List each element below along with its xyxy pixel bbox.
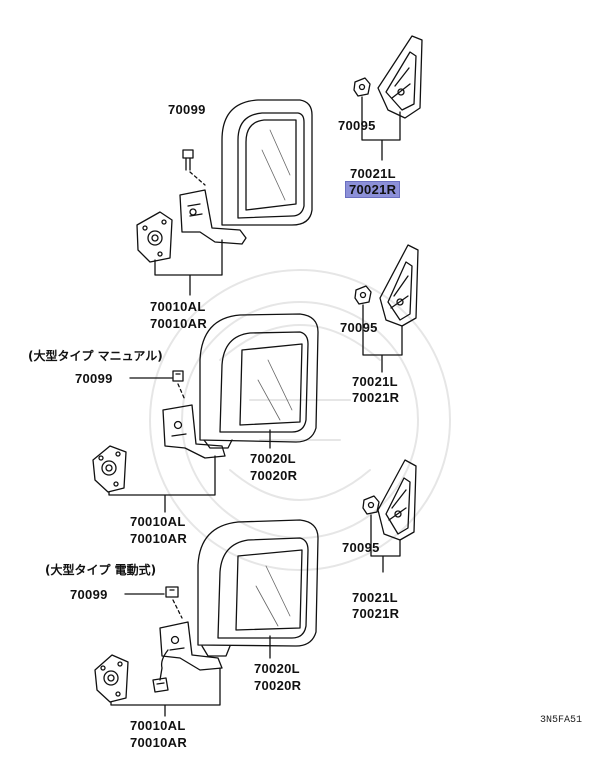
bottom-mirror-stay bbox=[159, 621, 223, 671]
middle-nut-70095 bbox=[354, 285, 372, 305]
bottom-mirror-label-l: 70020L bbox=[254, 661, 300, 676]
top-mirror-assembly bbox=[136, 35, 423, 296]
top-bolt-70099 bbox=[182, 149, 194, 171]
top-bracket-70010 bbox=[136, 211, 173, 263]
top-cover-label-r-highlighted[interactable]: 70021R bbox=[345, 181, 401, 198]
middle-mirror-stay bbox=[162, 404, 226, 459]
bottom-mirror-label-r: 70020R bbox=[254, 678, 302, 693]
middle-cover-label-r: 70021R bbox=[352, 390, 400, 405]
highlight-box: 70021R bbox=[345, 181, 401, 198]
top-nut-label: 70095 bbox=[338, 118, 376, 133]
diagram-code: 3N5FA51 bbox=[540, 715, 583, 726]
bottom-cover-70021 bbox=[377, 459, 417, 541]
middle-variant-note: (大型タイプ マニュアル) bbox=[28, 349, 163, 363]
bottom-bolt-70099 bbox=[165, 586, 179, 598]
bottom-nut-70095 bbox=[362, 495, 380, 515]
middle-nut-cover-leader bbox=[362, 304, 403, 373]
middle-mirror-label-r: 70020R bbox=[250, 468, 298, 483]
middle-bracket-label-l: 70010AL bbox=[130, 514, 186, 529]
bottom-bracket-label-r: 70010AR bbox=[130, 735, 188, 750]
bottom-bracket-70010 bbox=[94, 654, 129, 703]
top-nut-cover-leader bbox=[361, 96, 401, 161]
bottom-cover-label-r: 70021R bbox=[352, 606, 400, 621]
bottom-nut-label: 70095 bbox=[342, 540, 380, 555]
bottom-cover-label-l: 70021L bbox=[352, 590, 398, 605]
top-nut-70095 bbox=[353, 77, 371, 97]
middle-nut-label: 70095 bbox=[340, 320, 378, 335]
middle-bolt-label: 70099 bbox=[75, 371, 113, 386]
middle-bracket-leader bbox=[108, 455, 216, 513]
bottom-bracket-label-l: 70010AL bbox=[130, 718, 186, 733]
top-bracket-label-r: 70010AR bbox=[150, 316, 208, 331]
middle-bracket-label-r: 70010AR bbox=[130, 531, 188, 546]
middle-mirror-assembly bbox=[92, 244, 419, 513]
top-mirror-head bbox=[221, 99, 313, 226]
middle-mirror-label-l: 70020L bbox=[250, 451, 296, 466]
middle-cover-label-l: 70021L bbox=[352, 374, 398, 389]
top-mirror-stay bbox=[179, 189, 247, 245]
bottom-mirror-head bbox=[197, 519, 319, 657]
bottom-variant-note: (大型タイプ 電動式) bbox=[45, 563, 157, 577]
top-bolt-label: 70099 bbox=[168, 102, 206, 117]
middle-bolt-dashed-line bbox=[177, 383, 186, 401]
bottom-bracket-leader bbox=[110, 667, 221, 717]
bottom-bolt-label: 70099 bbox=[70, 587, 108, 602]
top-cover-70021 bbox=[377, 35, 423, 119]
middle-mirror-head bbox=[199, 313, 319, 449]
bottom-nut-cover-leader bbox=[370, 514, 401, 573]
middle-cover-70021 bbox=[379, 244, 419, 327]
top-bracket-label-l: 70010AL bbox=[150, 299, 206, 314]
middle-bolt-70099 bbox=[172, 370, 184, 382]
bottom-bolt-dashed-line bbox=[172, 599, 183, 619]
middle-bracket-70010 bbox=[92, 445, 127, 493]
bottom-motor-wire bbox=[152, 649, 169, 693]
top-cover-label-l: 70021L bbox=[350, 166, 396, 181]
bottom-mirror-assembly bbox=[94, 459, 417, 717]
top-bolt-dashed-line bbox=[189, 171, 206, 186]
top-bracket-leader bbox=[154, 239, 223, 296]
